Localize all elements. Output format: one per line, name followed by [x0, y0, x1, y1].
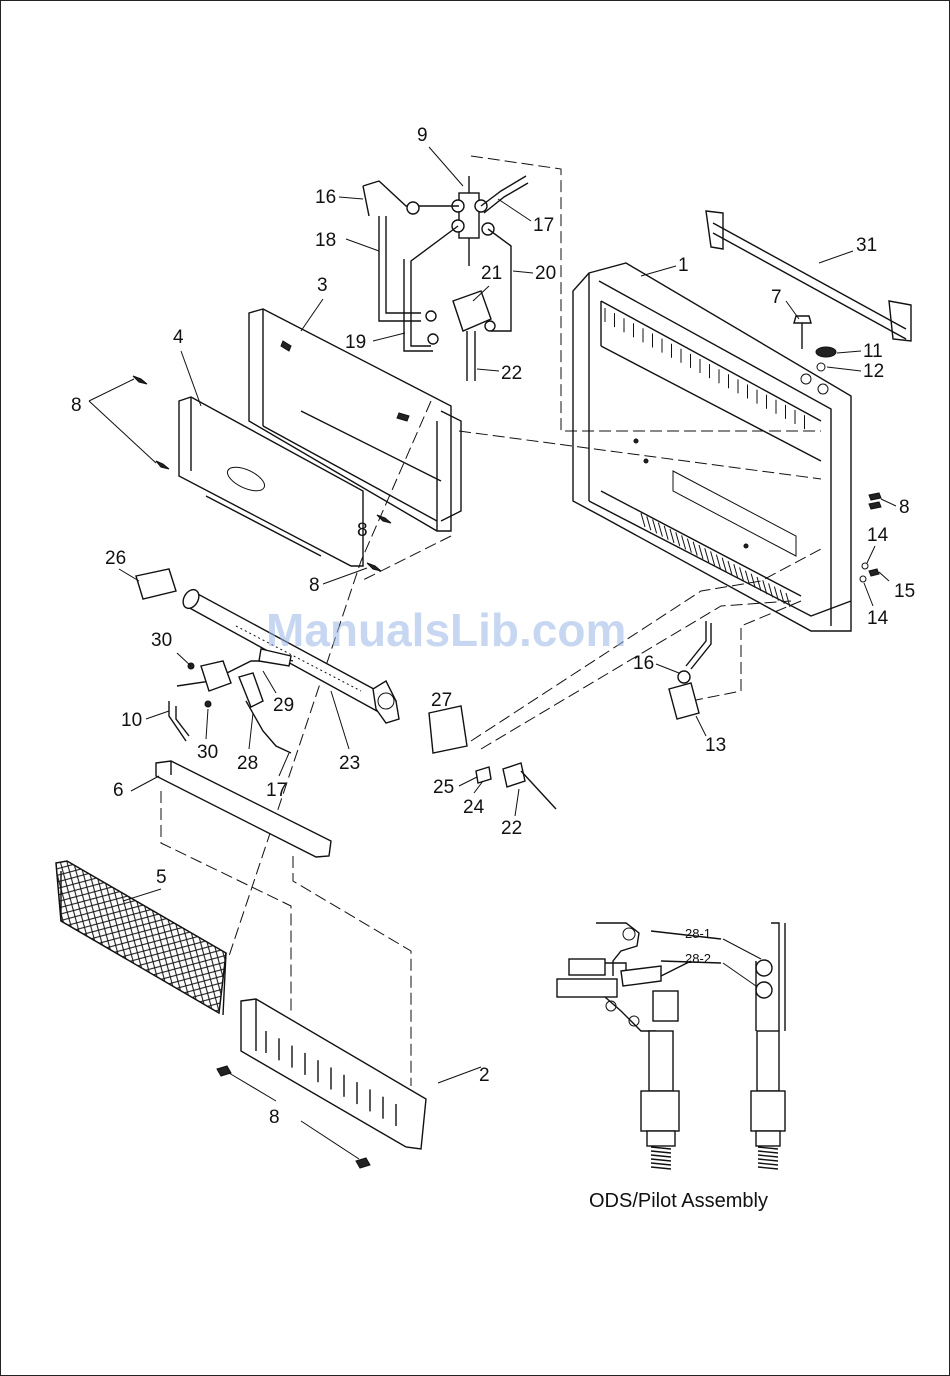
callout-28: 28 — [237, 753, 258, 774]
callout-23: 23 — [339, 753, 360, 774]
callout-26: 26 — [105, 548, 126, 569]
louver-slot — [693, 542, 697, 556]
callout-12: 12 — [863, 361, 884, 382]
ods-pilot-assembly-inset — [557, 923, 785, 1169]
part-2-front-panel — [217, 999, 481, 1168]
callout-8-lower: 8 — [309, 575, 320, 596]
callout-25: 25 — [433, 777, 454, 798]
louver-slot — [786, 593, 790, 607]
callout-14-top: 14 — [867, 525, 889, 546]
part-4-panel — [133, 376, 391, 571]
callout-21: 21 — [481, 263, 502, 284]
louver-slot — [670, 529, 674, 543]
callout-30-top: 30 — [151, 630, 172, 651]
louver-slot — [758, 1163, 778, 1165]
louver-slot — [711, 551, 715, 565]
louver-slot — [653, 519, 657, 533]
louver-slot — [705, 548, 709, 562]
louver-slot — [651, 1167, 671, 1169]
callout-28-2: 28-2 — [685, 951, 711, 966]
part-5-screen — [56, 861, 226, 1015]
valve-assembly — [363, 156, 821, 431]
louver-slot — [676, 532, 680, 546]
callout-22-top: 22 — [501, 363, 522, 384]
louver-slot — [687, 539, 691, 553]
callout-17-bottom: 17 — [266, 780, 287, 801]
louver-slot — [651, 1147, 671, 1149]
callout-4: 4 — [173, 327, 184, 348]
louver-slot — [651, 1151, 671, 1153]
callout-16-right: 16 — [633, 653, 654, 674]
louver-slot — [664, 526, 668, 540]
part-26-bracket — [136, 569, 176, 599]
callout-31: 31 — [856, 235, 877, 256]
callout-6: 6 — [113, 780, 124, 801]
louver-slot — [699, 545, 703, 559]
callout-30-bottom: 30 — [197, 742, 218, 763]
callout-28-1: 28-1 — [685, 926, 711, 941]
callout-11: 11 — [863, 341, 883, 362]
callout-13: 13 — [705, 735, 726, 756]
callout-24: 24 — [463, 797, 485, 818]
callout-8-right: 8 — [899, 497, 910, 518]
callout-18: 18 — [315, 230, 336, 251]
watermark: ManualsLib.com — [266, 604, 626, 656]
part-13-valve — [669, 621, 711, 719]
callout-2: 2 — [479, 1065, 490, 1086]
louver-slot — [758, 1151, 778, 1153]
louver-slot — [641, 513, 645, 527]
callout-27: 27 — [431, 690, 452, 711]
part-6-bar — [156, 761, 331, 857]
callout-8-bottom: 8 — [269, 1107, 280, 1128]
callout-15: 15 — [894, 581, 915, 602]
louver-slot — [682, 535, 686, 549]
louver-slot — [651, 1163, 671, 1165]
callout-14-bottom: 14 — [867, 608, 889, 629]
callout-3: 3 — [317, 275, 328, 296]
louver-slot — [758, 1155, 778, 1157]
callout-22-bottom: 22 — [501, 818, 522, 839]
callout-29: 29 — [273, 695, 294, 716]
callout-10: 10 — [121, 710, 142, 731]
louver-slot — [658, 523, 662, 537]
callout-1: 1 — [678, 255, 689, 276]
louver-slot — [758, 1167, 778, 1169]
part-7-knob — [794, 316, 836, 371]
callout-8-box: 8 — [357, 520, 368, 541]
louver-slot — [716, 555, 720, 569]
callout-7: 7 — [771, 287, 782, 308]
louver-slot — [651, 1155, 671, 1157]
louver-slot — [758, 1147, 778, 1149]
callout-17-top: 17 — [533, 215, 554, 236]
callout-5: 5 — [156, 867, 167, 888]
inset-caption: ODS/Pilot Assembly — [589, 1190, 768, 1212]
callout-19: 19 — [345, 332, 366, 353]
callout-16-top: 16 — [315, 187, 336, 208]
callout-20: 20 — [535, 263, 556, 284]
louver-slot — [651, 1159, 671, 1161]
louver-slot — [758, 1159, 778, 1161]
callout-8-left: 8 — [71, 395, 82, 416]
callout-9: 9 — [417, 125, 428, 146]
louver-slot — [647, 516, 651, 530]
